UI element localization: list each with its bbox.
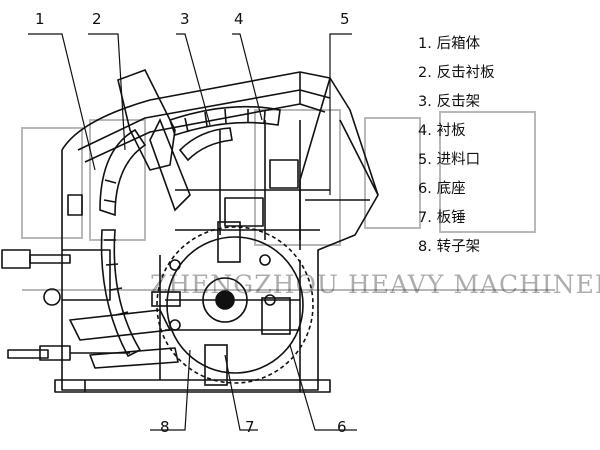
legend-number: 8. — [418, 239, 432, 255]
watermark-text: ZHENGZHOU HEAVY MACHINERY — [150, 270, 600, 299]
leader-lines — [28, 33, 357, 431]
legend-item: 5. 进料口 — [418, 146, 588, 175]
legend-text: 转子架 — [436, 239, 481, 255]
legend-text: 后箱体 — [436, 36, 481, 52]
legend-number: 1. — [418, 36, 432, 52]
callout-8: 8 — [160, 418, 170, 436]
legend-item: 4. 衬板 — [418, 117, 588, 146]
rotor — [151, 221, 314, 386]
legend-number: 2. — [418, 65, 432, 81]
legend-text: 板锤 — [436, 210, 466, 226]
callout-3: 3 — [180, 10, 190, 28]
legend-number: 5. — [418, 152, 432, 168]
legend-number: 6. — [418, 181, 432, 197]
machine-body — [1, 71, 379, 393]
callout-1: 1 — [35, 10, 45, 28]
legend-text: 进料口 — [436, 152, 481, 168]
legend-number: 3. — [418, 94, 432, 110]
legend-text: 反击架 — [436, 94, 481, 110]
legend-item: 2. 反击衬板 — [418, 59, 588, 88]
legend-number: 7. — [418, 210, 432, 226]
legend-item: 3. 反击架 — [418, 88, 588, 117]
callout-7: 7 — [245, 418, 255, 436]
impact-liners — [99, 69, 281, 358]
callout-2: 2 — [92, 10, 102, 28]
legend-item: 6. 底座 — [418, 175, 588, 204]
callout-5: 5 — [340, 10, 350, 28]
callout-4: 4 — [234, 10, 244, 28]
callout-6: 6 — [337, 418, 347, 436]
legend-item: 7. 板锤 — [418, 204, 588, 233]
legend-item: 1. 后箱体 — [418, 30, 588, 59]
legend-number: 4. — [418, 123, 432, 139]
legend-text: 反击衬板 — [436, 65, 495, 81]
legend-item: 8. 转子架 — [418, 233, 588, 262]
legend-text: 衬板 — [436, 123, 466, 139]
legend-text: 底座 — [436, 181, 466, 197]
parts-legend: 1. 后箱体 2. 反击衬板 3. 反击架 4. 衬板 5. 进料口 6. 底座… — [418, 30, 588, 262]
callout-labels: 1 2 3 4 5 6 7 8 — [35, 10, 350, 436]
